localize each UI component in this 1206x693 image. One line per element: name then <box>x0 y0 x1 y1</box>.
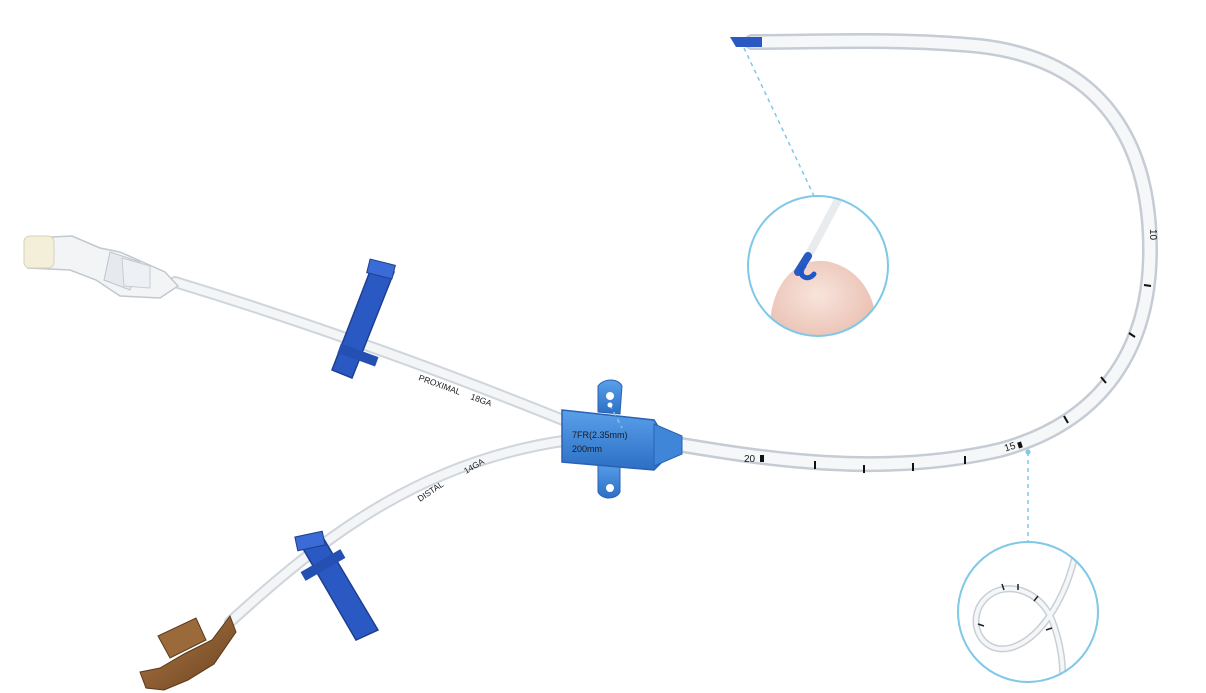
catheter-tip <box>730 37 762 47</box>
suture-hole-bottom <box>606 484 614 492</box>
loop-magnifier-callout <box>957 541 1099 683</box>
distal-extension-line: DISTAL 14GA <box>224 434 576 628</box>
proximal-clamp <box>331 258 396 379</box>
depth-mark-20: 20 <box>744 454 756 465</box>
hub-length-label: 200mm <box>572 444 602 454</box>
depth-mark-10: 10 <box>1147 229 1158 241</box>
depth-mark-15: 15 <box>1003 440 1017 454</box>
distal-clamp <box>294 530 380 641</box>
catheter-body: 20 15 10 <box>668 33 1159 473</box>
distal-luer-connector <box>139 614 237 691</box>
junction-hub: 7FR(2.35mm) 200mm <box>561 379 683 499</box>
proximal-extension-line: PROXIMAL 18GA <box>169 276 584 432</box>
suture-hole-top <box>606 392 614 400</box>
hub-size-label: 7FR(2.35mm) <box>572 430 628 440</box>
depth-ticks <box>814 284 1152 473</box>
callout-lines <box>609 47 1029 542</box>
proximal-luer-connector <box>23 235 180 299</box>
tip-magnifier-callout <box>747 195 889 337</box>
